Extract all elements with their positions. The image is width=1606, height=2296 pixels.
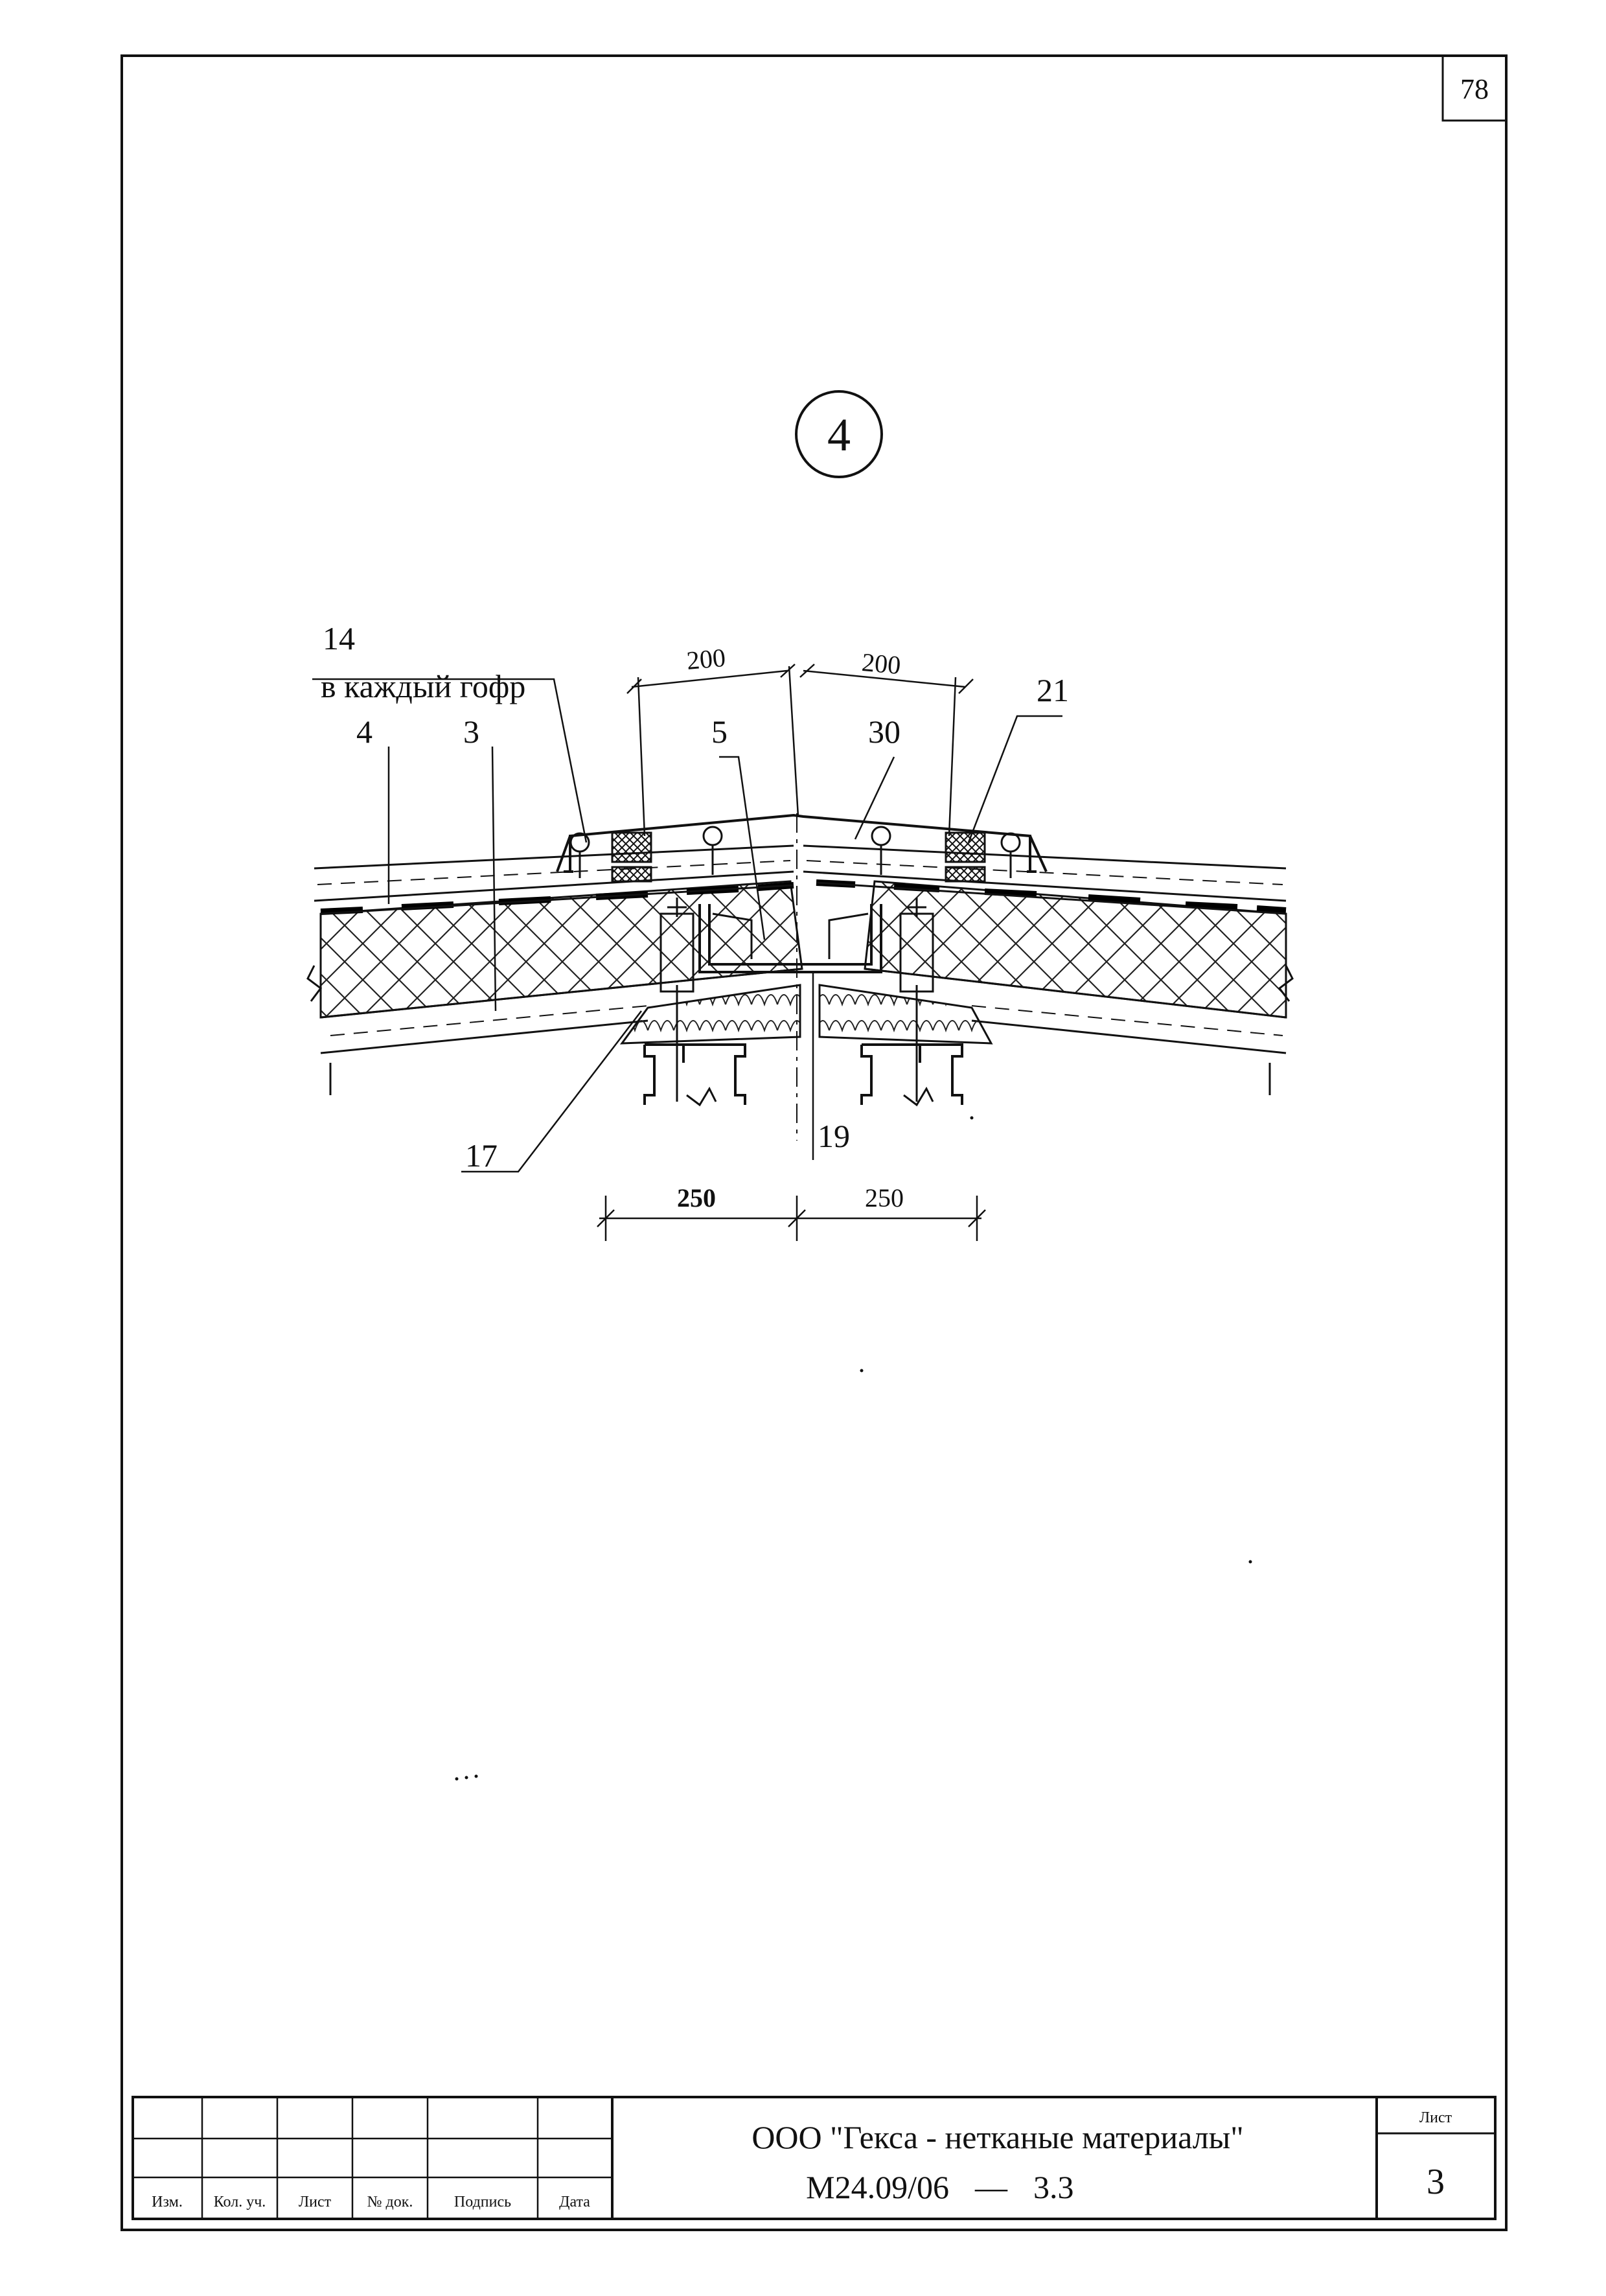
left-purlin: [643, 1043, 746, 1107]
tb-section: 3.3: [1033, 2169, 1074, 2205]
screws: [569, 826, 1021, 878]
tb-header-sign: Подпись: [454, 2194, 511, 2210]
tb-header-izm: Изм.: [152, 2194, 183, 2210]
dim-top-left: 200: [685, 643, 727, 675]
left-top-sheet: [314, 844, 794, 870]
left-ridge-wool: [619, 984, 801, 1045]
dim-top-right: 200: [860, 647, 902, 680]
ridge-channel: [698, 904, 882, 973]
dim-bottom-left: 250: [677, 1183, 716, 1212]
left-bottom-sheet: [320, 968, 803, 1019]
leader-5: [719, 756, 766, 940]
tb-organization: ООО "Гекса - нетканые материалы": [751, 2119, 1243, 2155]
right-filler-lower: [945, 866, 986, 883]
tb-header-date: Дата: [559, 2194, 590, 2210]
callout-19: 19: [818, 1118, 850, 1154]
dim-bottom: [597, 1196, 986, 1241]
tb-dash: —: [974, 2169, 1008, 2205]
dim-top: [626, 664, 974, 837]
tb-sheet-number: 3: [1427, 2162, 1445, 2202]
callout-3: 3: [463, 713, 479, 750]
page-number: 78: [1460, 73, 1489, 105]
left-filler-lower: [611, 866, 652, 883]
leader-14: [312, 678, 588, 843]
roof-ridge-section: [306, 664, 1294, 1781]
tb-sheet-label: Лист: [1419, 2109, 1452, 2126]
callout-14-note: в каждый гофр: [321, 668, 525, 704]
callout-30: 30: [868, 713, 901, 750]
tb-document-code: М24.09/06: [806, 2169, 949, 2205]
right-ridge-wool: [818, 984, 993, 1045]
leader-30: [854, 756, 895, 840]
detail-number: 4: [827, 409, 851, 461]
callout-4: 4: [356, 713, 373, 750]
callout-17: 17: [465, 1137, 498, 1174]
right-filler: [945, 831, 986, 863]
leader-21: [967, 715, 1062, 843]
callout-5: 5: [711, 713, 728, 750]
right-insulation: [864, 880, 1287, 1019]
callout-14: 14: [323, 620, 355, 656]
title-block: [132, 2096, 1497, 2220]
page-number-box: [1441, 54, 1508, 122]
dim-bottom-right: 250: [865, 1183, 904, 1212]
left-filler: [611, 831, 652, 863]
outer-frame: [120, 54, 1508, 2231]
leader-3: [491, 746, 497, 1012]
callout-21: 21: [1037, 672, 1069, 708]
detail-circle: [795, 390, 883, 478]
tb-header-doc: № док.: [367, 2194, 413, 2210]
right-bottom-sheet: [864, 968, 1287, 1019]
right-purlin: [860, 1043, 963, 1107]
leader-17: [461, 1010, 642, 1173]
tb-header-kol: Кол. уч.: [214, 2194, 266, 2210]
tb-header-list: Лист: [299, 2194, 332, 2210]
right-top-sheet: [803, 844, 1287, 870]
